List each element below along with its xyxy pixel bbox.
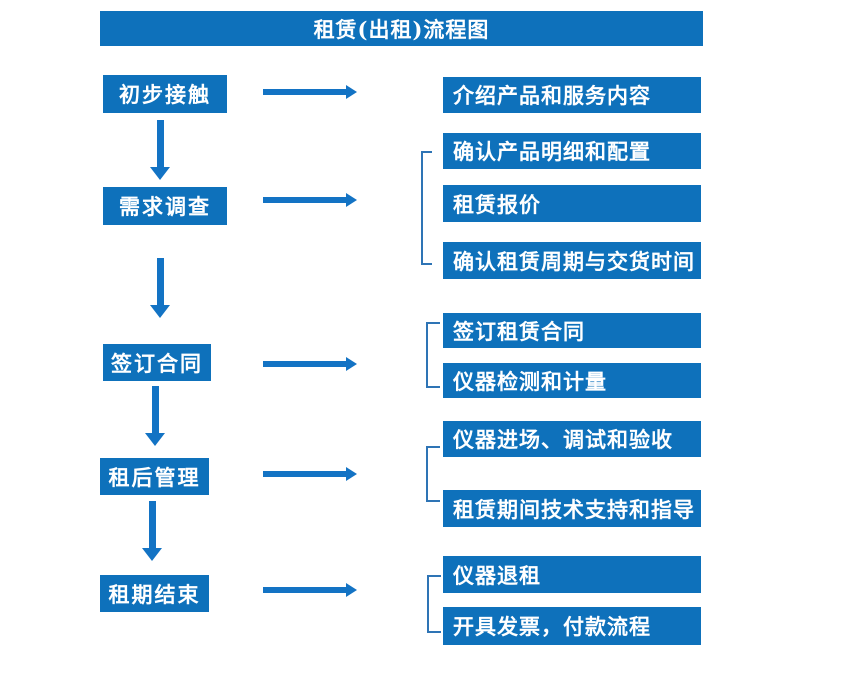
down-arrow-head (145, 433, 165, 446)
down-arrow-4 (142, 501, 162, 561)
detail-box-invoice-payment: 开具发票，付款流程 (443, 607, 701, 645)
detail-box-instrument-testing: 仪器检测和计量 (443, 363, 701, 398)
down-arrow-shaft (156, 258, 164, 305)
group-bracket-sign-contract (426, 322, 440, 388)
down-arrow-2 (150, 258, 170, 318)
chart-title-bar: 租赁(出租)流程图 (100, 11, 703, 46)
down-arrow-head (150, 167, 170, 180)
right-arrow-shaft (263, 89, 346, 95)
right-arrow-shaft (263, 587, 346, 593)
detail-box-instrument-return: 仪器退租 (443, 556, 701, 593)
detail-box-introduce-services: 介绍产品和服务内容 (443, 77, 701, 113)
right-arrow-shaft (263, 197, 346, 203)
detail-box-sign-rental-contract: 签订租赁合同 (443, 313, 701, 348)
group-bracket-post-rental (426, 446, 440, 502)
down-arrow-head (142, 548, 162, 561)
detail-box-tech-support: 租赁期间技术支持和指导 (443, 490, 701, 527)
detail-box-confirm-product-details: 确认产品明细和配置 (443, 133, 701, 169)
group-bracket-rental-end (427, 575, 441, 633)
right-arrow-head (346, 357, 357, 371)
right-arrow-2 (263, 193, 357, 207)
step-box-post-rental-management: 租后管理 (100, 458, 209, 495)
step-box-initial-contact: 初步接触 (103, 75, 227, 113)
down-arrow-3 (145, 386, 165, 446)
right-arrow-4 (263, 467, 357, 481)
down-arrow-head (150, 305, 170, 318)
step-box-sign-contract: 签订合同 (103, 344, 211, 381)
down-arrow-shaft (151, 386, 159, 433)
down-arrow-1 (150, 120, 170, 180)
right-arrow-head (346, 583, 357, 597)
right-arrow-shaft (263, 361, 346, 367)
right-arrow-head (346, 467, 357, 481)
detail-box-rental-quote: 租赁报价 (443, 185, 701, 222)
right-arrow-5 (263, 583, 357, 597)
down-arrow-shaft (148, 501, 156, 548)
group-bracket-demand-survey (421, 151, 432, 265)
right-arrow-shaft (263, 471, 346, 477)
detail-box-confirm-rental-period: 确认租赁周期与交货时间 (443, 242, 701, 279)
step-box-demand-survey: 需求调查 (103, 187, 227, 225)
right-arrow-head (346, 193, 357, 207)
step-box-rental-end: 租期结束 (100, 575, 209, 612)
down-arrow-shaft (156, 120, 164, 167)
right-arrow-3 (263, 357, 357, 371)
right-arrow-head (346, 85, 357, 99)
right-arrow-1 (263, 85, 357, 99)
detail-box-instrument-setup: 仪器进场、调试和验收 (443, 421, 701, 457)
chart-title: 租赁(出租)流程图 (313, 16, 490, 42)
